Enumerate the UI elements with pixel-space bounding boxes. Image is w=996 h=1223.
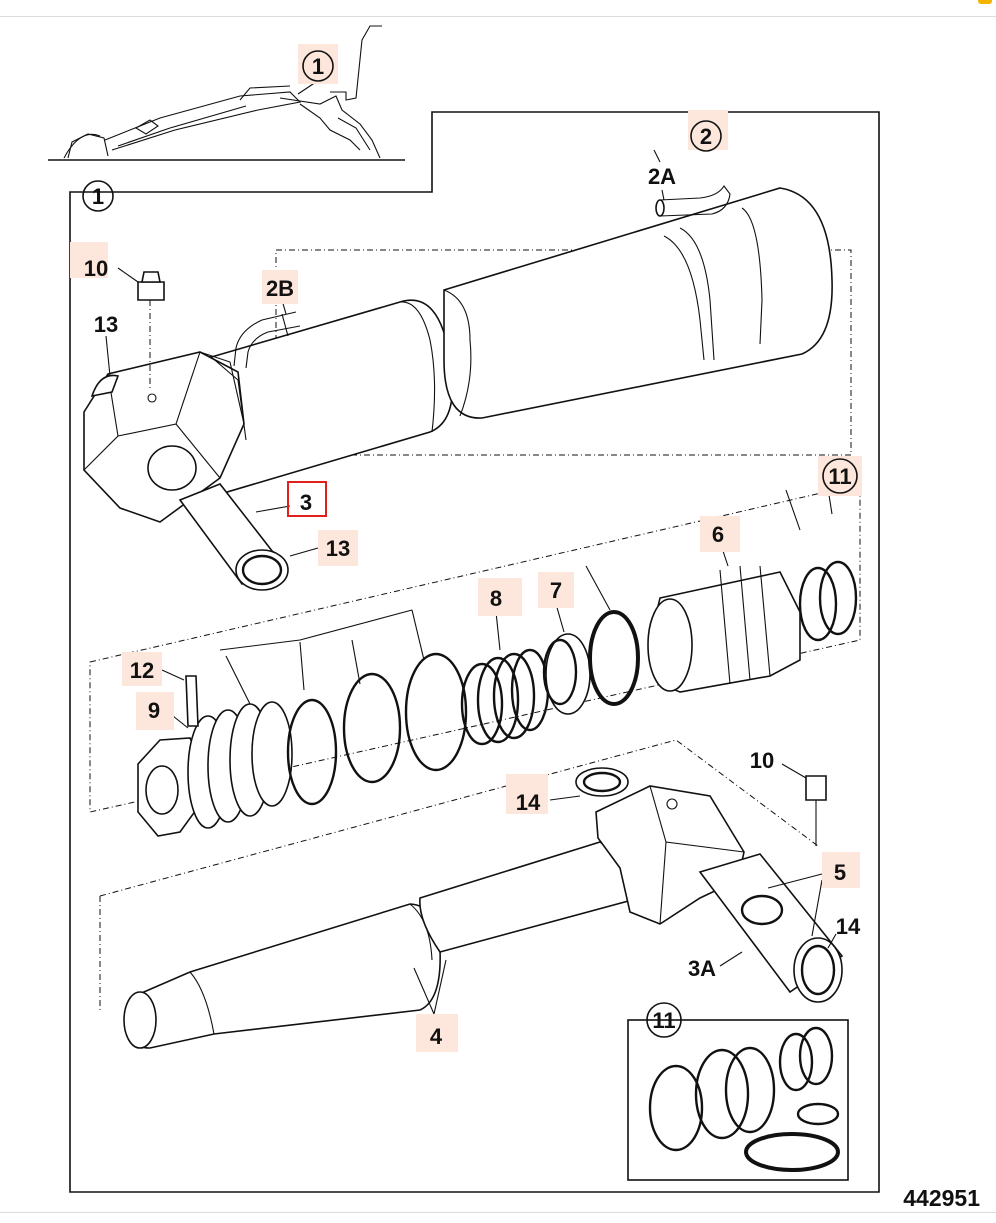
callout-13-bottom: 13 bbox=[326, 536, 350, 561]
callout-2b: 2B bbox=[266, 276, 294, 301]
callout-10-top: 10 bbox=[84, 256, 108, 281]
callout-4: 4 bbox=[430, 1024, 443, 1049]
callout-3: 3 bbox=[300, 490, 312, 515]
callout-1-top: 1 bbox=[312, 54, 324, 79]
callout-5: 5 bbox=[834, 860, 846, 885]
cylinder-barrel-assembly bbox=[83, 185, 852, 591]
callout-8: 8 bbox=[490, 586, 502, 611]
callout-10-bottom: 10 bbox=[750, 748, 774, 773]
callout-14-right: 14 bbox=[836, 914, 861, 939]
callout-circle-1-top bbox=[302, 50, 334, 82]
main-frame bbox=[69, 111, 880, 1193]
callout-labels: 1 1 2 2A 2B 3 3A 4 5 6 7 8 9 10 10 11 11… bbox=[84, 54, 861, 1049]
callout-circle-11-main bbox=[822, 458, 858, 494]
piston-rod-assembly bbox=[99, 739, 844, 1049]
piston-seal-assembly bbox=[89, 475, 861, 837]
bottom-divider bbox=[0, 1212, 996, 1213]
callout-circle-1-frame bbox=[82, 180, 114, 212]
callout-9: 9 bbox=[148, 698, 160, 723]
figure-number: 442951 bbox=[903, 1185, 980, 1211]
top-divider bbox=[0, 16, 996, 17]
grease-nipple-top bbox=[137, 271, 165, 390]
callout-12: 12 bbox=[130, 658, 154, 683]
callout-circle-2 bbox=[690, 120, 722, 152]
seal-kit-inset bbox=[627, 1019, 849, 1181]
machine-thumbnail bbox=[48, 25, 405, 161]
callout-7: 7 bbox=[550, 578, 562, 603]
selected-callout-box[interactable] bbox=[287, 481, 327, 517]
callout-highlights bbox=[70, 44, 862, 1052]
corner-accent bbox=[978, 0, 992, 4]
callout-13-top: 13 bbox=[94, 312, 118, 337]
callout-1-frame: 1 bbox=[92, 184, 104, 209]
callout-circle-11-inset bbox=[646, 1002, 682, 1038]
leader-lines bbox=[105, 81, 837, 1015]
callout-11-inset: 11 bbox=[652, 1008, 675, 1033]
callout-2a: 2A bbox=[648, 164, 676, 189]
callout-14-left: 14 bbox=[516, 790, 541, 815]
callout-11-main: 11 bbox=[828, 464, 851, 489]
callout-3a: 3A bbox=[688, 956, 716, 981]
callout-6: 6 bbox=[712, 522, 724, 547]
callout-2: 2 bbox=[700, 124, 712, 149]
